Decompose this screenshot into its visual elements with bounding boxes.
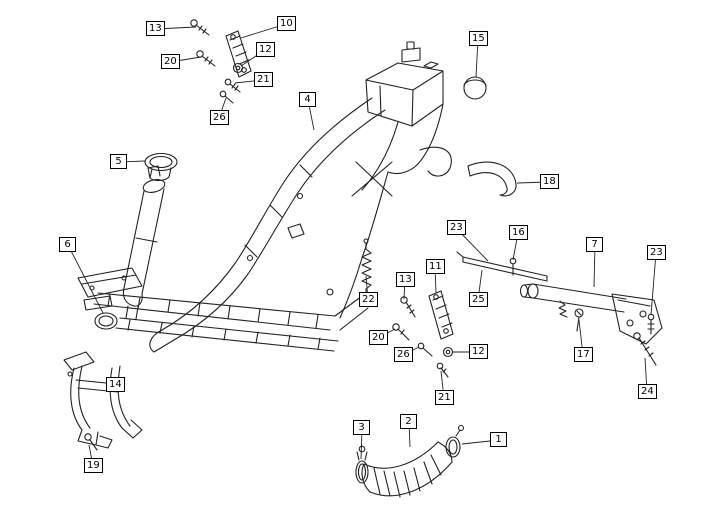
callout-label-24: 24 [638,384,657,399]
callout-label-26-2: 26 [394,347,413,362]
leader-line-23-2 [650,252,657,316]
callout-label-23: 23 [447,220,466,235]
callout-label-22: 22 [359,292,378,307]
mid-fastener-group-drawing [392,290,454,378]
callout-label-20-2: 20 [369,330,388,345]
strap-drawing [467,161,517,197]
callout-label-20: 20 [161,54,180,69]
callout-label-16: 16 [509,225,528,240]
spring-drawing [361,238,372,296]
callout-label-12-2: 12 [469,344,488,359]
callout-label-18: 18 [540,174,559,189]
cap-drawing [463,76,487,100]
callout-label-3: 3 [353,420,370,435]
callout-label-15: 15 [469,31,488,46]
callout-label-14: 14 [106,377,125,392]
callout-label-6: 6 [59,237,76,252]
center-stand-drawing [63,351,143,451]
callout-label-12: 12 [256,42,275,57]
callout-label-19: 19 [84,458,103,473]
front-fastener-group-drawing [190,19,252,104]
callout-label-21: 21 [254,72,273,87]
callout-label-10: 10 [277,16,296,31]
callout-label-11: 11 [426,259,445,274]
callout-label-1: 1 [490,432,507,447]
callout-label-23-2: 23 [647,245,666,260]
frame-drawing [77,97,452,353]
intake-tube-drawing [355,424,465,498]
callout-label-2: 2 [400,414,417,429]
leader-line-6 [67,244,104,314]
callout-label-5: 5 [110,154,127,169]
callout-label-7: 7 [586,237,603,252]
callout-label-13-2: 13 [396,272,415,287]
steering-column-drawing [122,165,166,320]
callout-label-25: 25 [469,292,488,307]
callout-label-26: 26 [210,110,229,125]
filler-neck-drawing [144,152,178,182]
callout-label-17: 17 [574,347,593,362]
callout-label-21-2: 21 [435,390,454,405]
side-stand-drawing [519,283,663,366]
leader-line-7 [593,244,596,288]
callout-label-4: 4 [299,92,316,107]
ring-bush-drawing [94,312,118,330]
callout-label-13: 13 [146,21,165,36]
